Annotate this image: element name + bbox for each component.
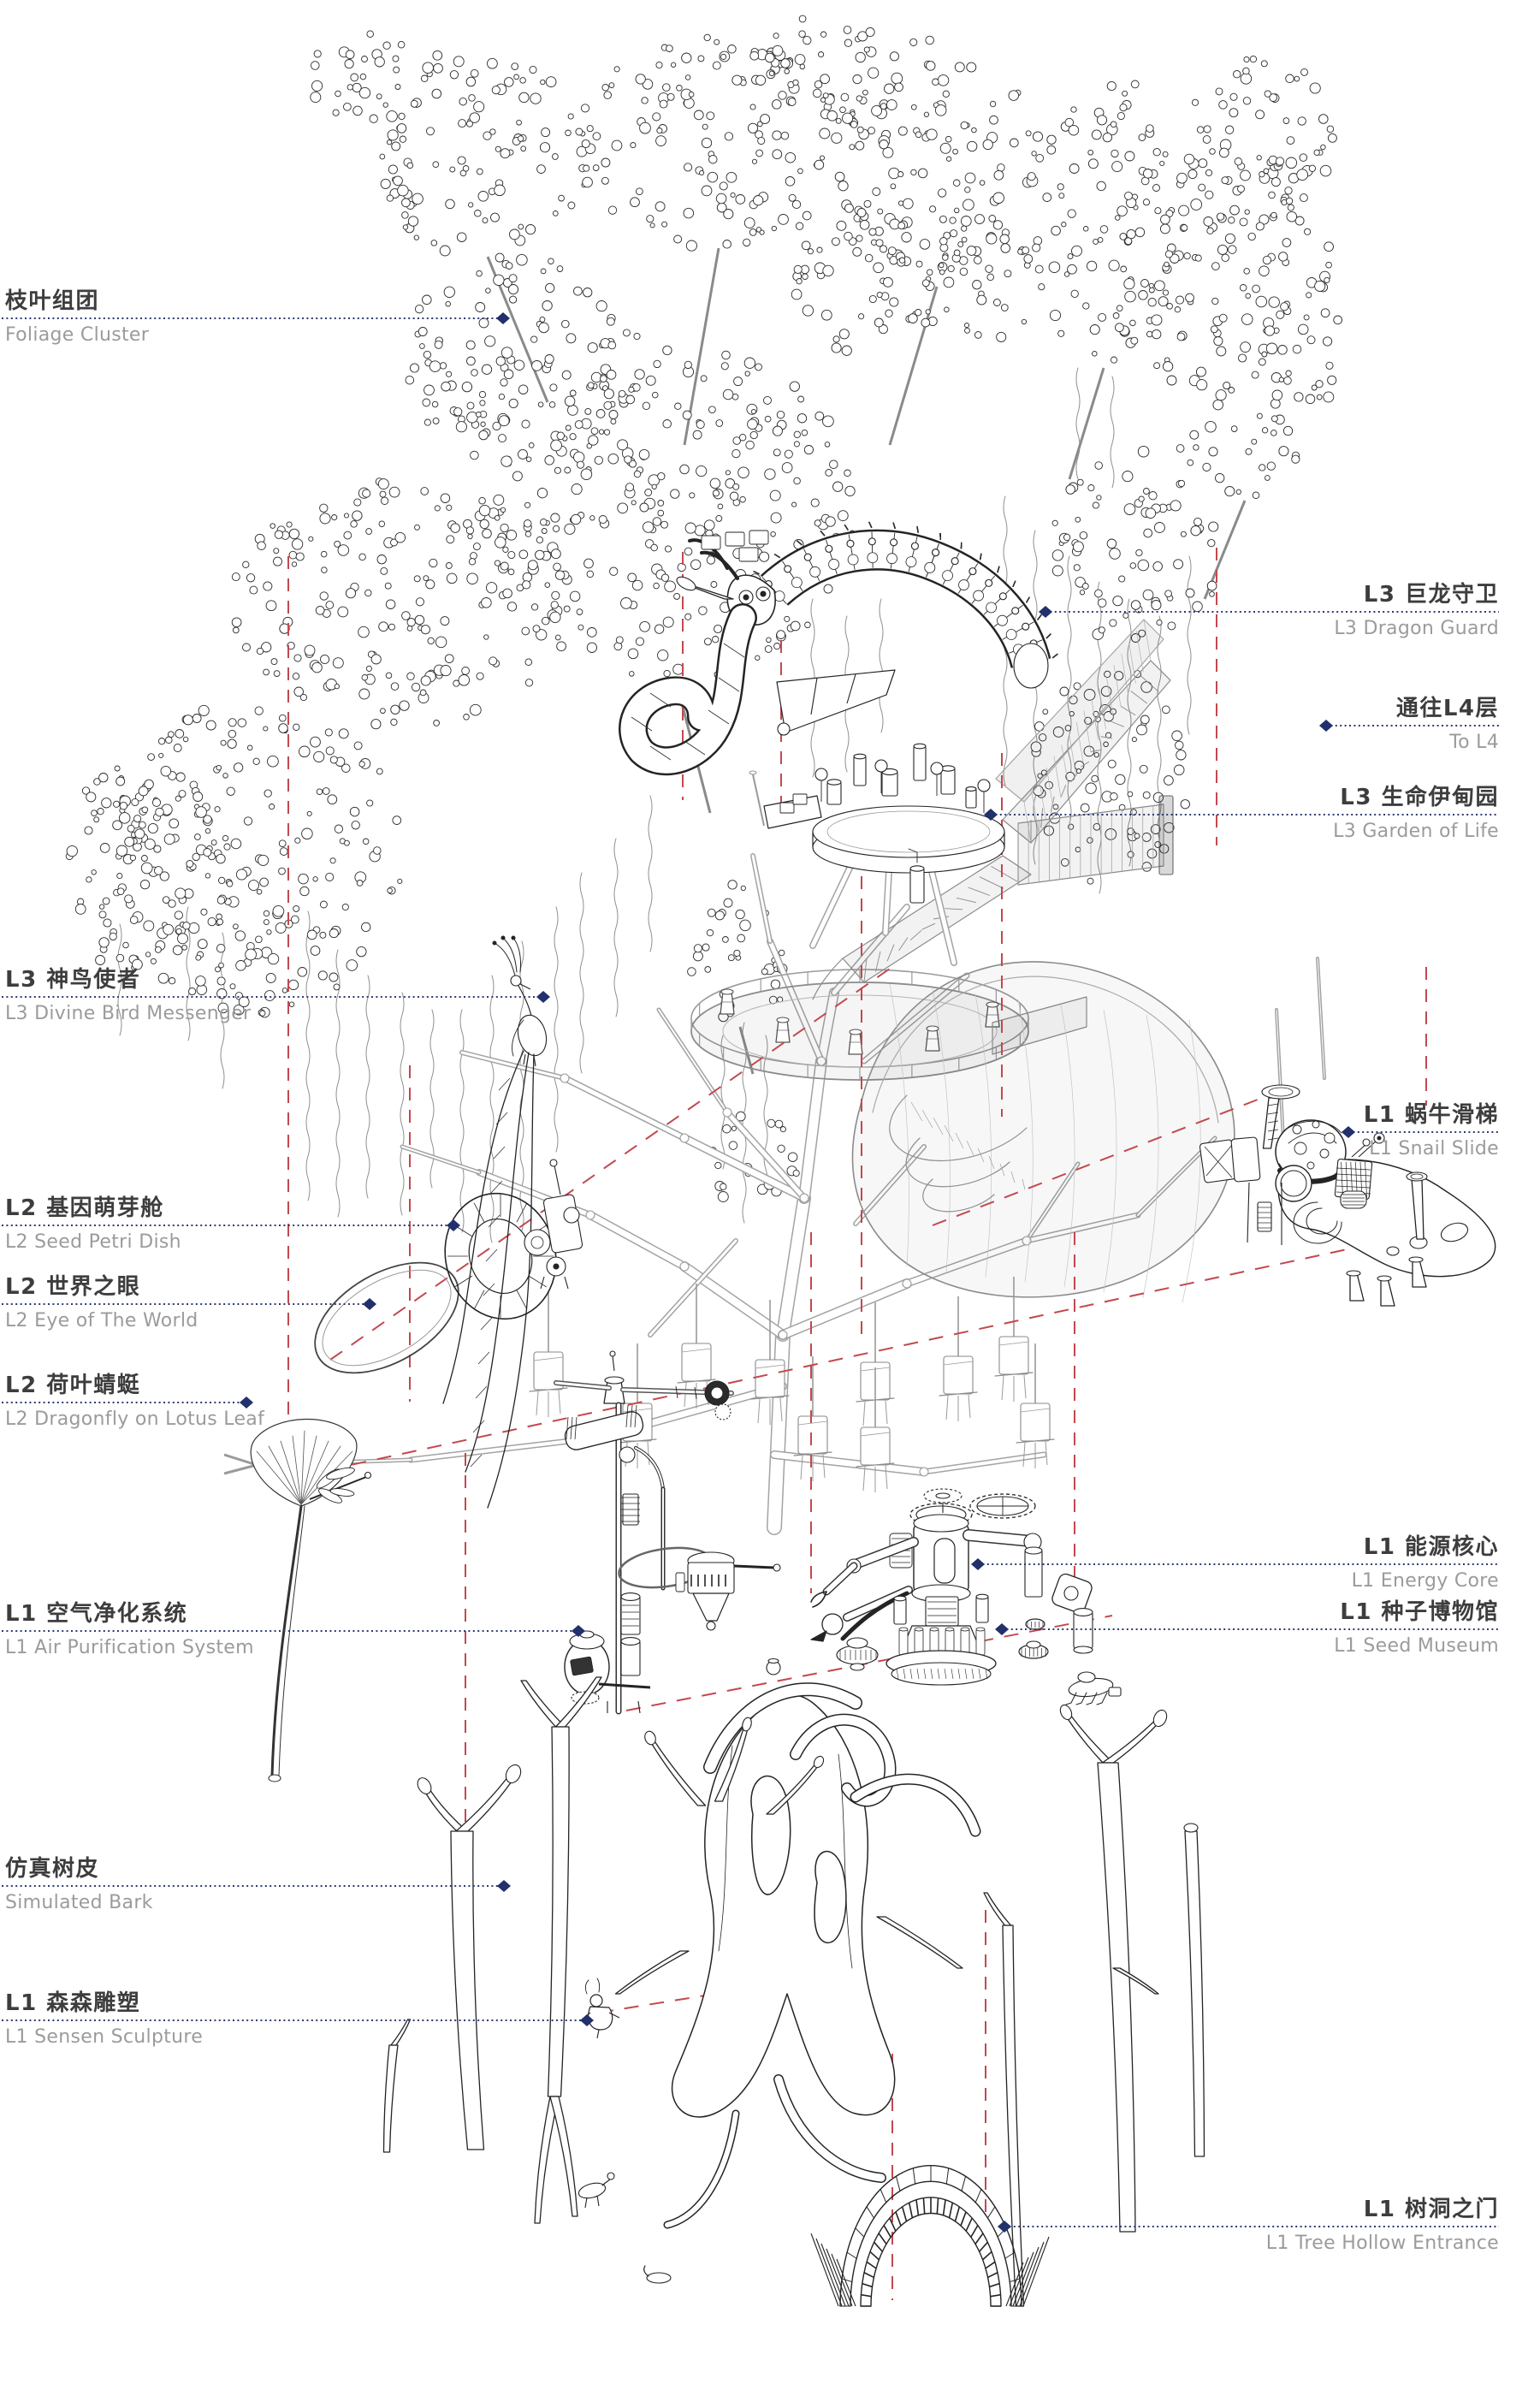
label-seed-museum-en: L1 Seed Museum (1334, 1635, 1499, 1657)
sensen-sculpture-drawing (578, 1978, 672, 2284)
label-seed-museum-cn: L1 种子博物馆 (1340, 1599, 1499, 1625)
label-simulated-bark-cn: 仿真树皮 (5, 1856, 100, 1882)
label-to-l4-en: To L4 (1449, 732, 1499, 753)
label-air-purification-cn: L1 空气净化系统 (5, 1601, 188, 1627)
branch-structure-drawing (223, 619, 1326, 1535)
label-foliage-cluster-cn: 枝叶组团 (5, 288, 100, 314)
label-divine-bird-en: L3 Divine Bird Messenger (5, 1003, 252, 1024)
label-eye-of-the-world-en: L2 Eye of The World (5, 1310, 198, 1331)
label-tree-hollow-entrance-en: L1 Tree Hollow Entrance (1265, 2233, 1499, 2254)
label-simulated-bark-en: Simulated Bark (5, 1892, 153, 1913)
energy-core-drawing (766, 1488, 1122, 1705)
label-dragon-guard-en: L3 Dragon Guard (1334, 618, 1499, 639)
label-foliage-cluster-en: Foliage Cluster (5, 324, 150, 346)
label-snail-slide-cn: L1 蜗牛滑梯 (1363, 1102, 1499, 1128)
label-energy-core-cn: L1 能源核心 (1363, 1534, 1499, 1560)
foliage-canopy-drawing (65, 15, 1343, 1202)
label-dragonfly-on-lotus-cn: L2 荷叶蜻蜓 (5, 1373, 141, 1398)
label-divine-bird-cn: L3 神鸟使者 (5, 967, 141, 993)
label-tree-hollow-entrance-cn: L1 树洞之门 (1363, 2197, 1499, 2222)
label-seed-petri-dish-en: L2 Seed Petri Dish (5, 1231, 181, 1253)
label-sensen-sculpture-en: L1 Sensen Sculpture (5, 2026, 204, 2048)
label-sensen-sculpture-cn: L1 森森雕塑 (5, 1990, 141, 2016)
divine-bird-drawing (442, 935, 548, 1509)
label-energy-core-en: L1 Energy Core (1351, 1570, 1499, 1592)
label-garden-of-life-en: L3 Garden of Life (1333, 821, 1499, 842)
label-dragon-guard-cn: L3 巨龙守卫 (1363, 582, 1499, 608)
l2-gadgets-drawing (250, 1159, 583, 1782)
label-dragonfly-on-lotus-en: L2 Dragonfly on Lotus Leaf (5, 1408, 265, 1430)
simulated-bark-trunks-drawing (382, 1676, 1205, 2307)
label-leader-lines (2, 312, 1499, 2233)
tree-hollow-entrance-drawing (810, 2165, 1050, 2307)
dragon-guard-drawing (619, 521, 1058, 776)
label-eye-of-the-world-cn: L2 世界之眼 (5, 1274, 141, 1300)
label-snail-slide-en: L1 Snail Slide (1369, 1138, 1499, 1159)
label-garden-of-life-cn: L3 生命伊甸园 (1340, 785, 1499, 810)
label-seed-petri-dish-cn: L2 基因萌芽舱 (5, 1195, 164, 1221)
air-purification-drawing (554, 1350, 781, 1715)
label-air-purification-en: L1 Air Purification System (5, 1637, 254, 1658)
label-to-l4-cn: 通往L4层 (1395, 696, 1499, 721)
snail-slide-drawing (1199, 1084, 1496, 1307)
garden-of-life-drawing (763, 743, 1005, 904)
